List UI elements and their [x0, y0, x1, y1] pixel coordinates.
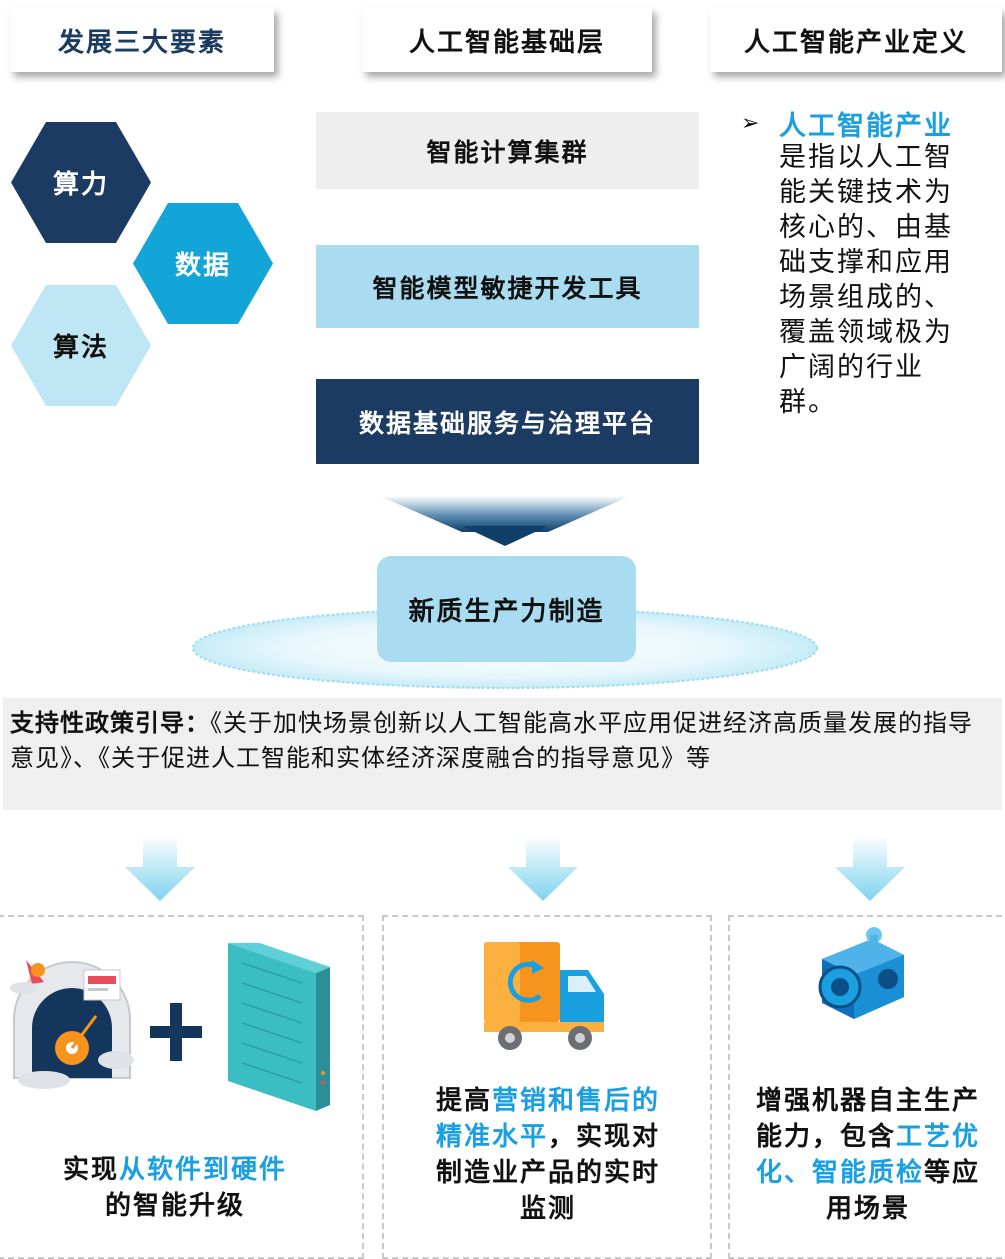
center-box: 新质生产力制造 [377, 556, 636, 662]
policy-label: 支持性政策引导： [10, 708, 210, 737]
layer-computing-cluster: 智能计算集群 [316, 112, 699, 189]
outcome-text-3: 增强机器自主生产能力，包含工艺优化、智能质检等应用场景 [755, 1086, 981, 1224]
definition-title: 人工智能产业 [779, 111, 953, 142]
down-arrow-icon [508, 835, 578, 901]
hex-data: 数据 [133, 203, 273, 324]
header-elements: 发展三大要素 [10, 8, 274, 72]
outcome-text-1: 实现从软件到硬件 的智能升级 [62, 1155, 288, 1221]
software-gauge-icon [10, 960, 134, 1089]
policy-text: 支持性政策引导：《关于加快场景创新以人工智能高水平应用促进经济高质量发展的指导意… [10, 705, 995, 776]
delivery-truck-icon [484, 942, 604, 1050]
hex-compute: 算力 [11, 122, 151, 243]
down-arrow-icon [125, 835, 195, 901]
funnel-arrow-icon [380, 496, 630, 546]
outcome-text-2: 提高营销和售后的精准水平，实现对制造业产品的实时监测 [435, 1086, 661, 1224]
header-definition: 人工智能产业定义 [710, 8, 1002, 72]
definition-body: 是指以人工智 能关键技术为 核心的、由基 础支撑和应用 场景组成的、 覆盖领域极… [779, 142, 953, 418]
policy-documents: 《关于加快场景创新以人工智能高水平应用促进经济高质量发展的指导意见》、《关于促进… [10, 709, 973, 772]
plus-icon [150, 1003, 202, 1061]
machine-icon [818, 927, 904, 1019]
hex-algorithm: 算法 [11, 285, 151, 406]
bullet-arrow-icon: ➢ [741, 111, 760, 136]
policy-box [3, 698, 1002, 810]
hardware-server-icon [228, 943, 330, 1111]
down-arrow-icon [835, 835, 905, 901]
header-foundation: 人工智能基础层 [362, 8, 652, 72]
layer-model-dev-tools: 智能模型敏捷开发工具 [316, 245, 699, 328]
layer-data-platform: 数据基础服务与治理平台 [316, 379, 699, 464]
